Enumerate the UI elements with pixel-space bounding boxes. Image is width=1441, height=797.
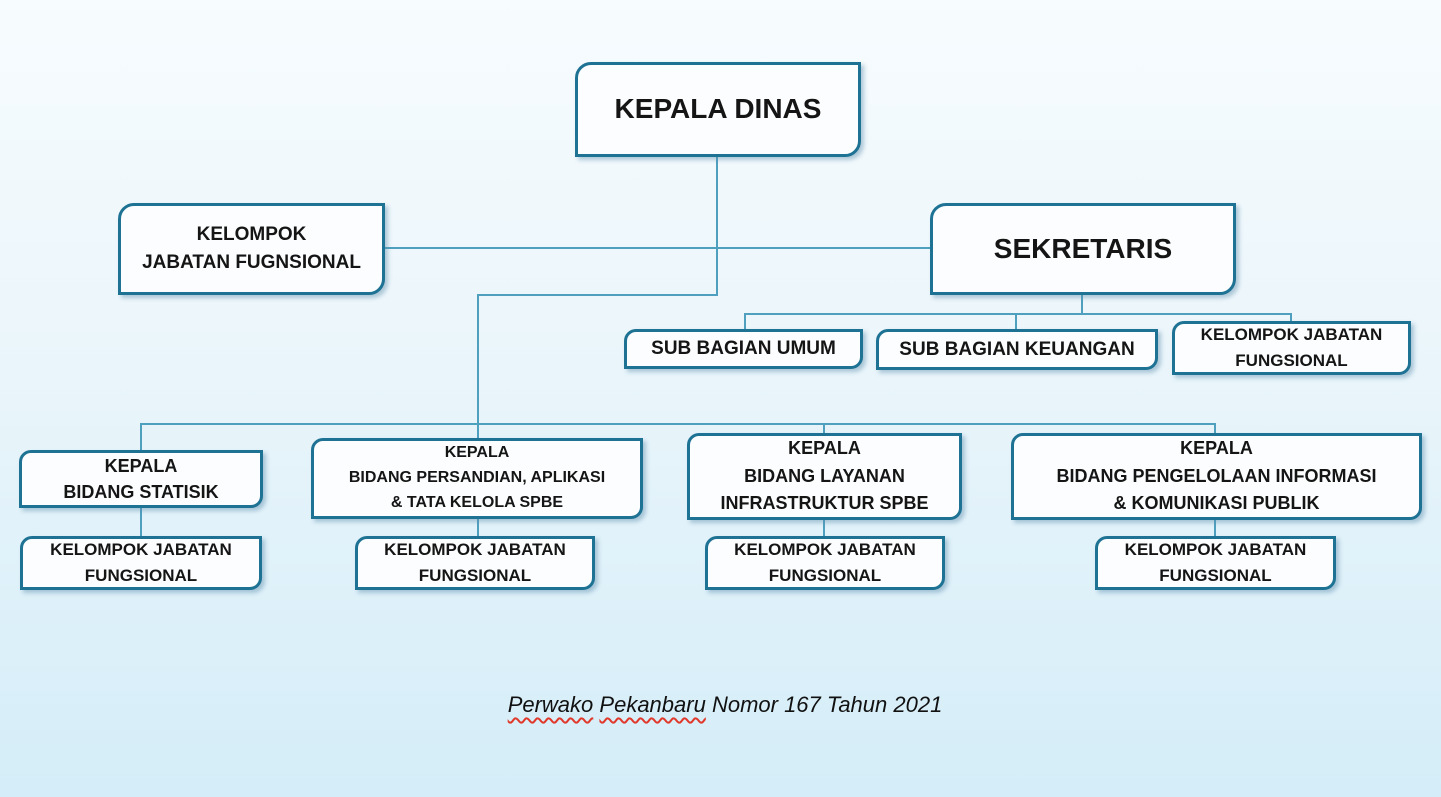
- caption-word-pekanbaru: Pekanbaru: [599, 692, 706, 717]
- slide-caption: Perwako Pekanbaru Nomor 167 Tahun 2021: [0, 692, 1441, 718]
- connector-persandian-kelompok: [477, 518, 479, 537]
- org-node-bidang-persandian: KEPALA BIDANG PERSANDIAN, APLIKASI & TAT…: [311, 438, 643, 519]
- connector-sub-distribution: [744, 313, 1292, 315]
- org-node-bidang-statisik: KEPALA BIDANG STATISIK: [19, 450, 263, 508]
- connector-drop-layanan: [823, 423, 825, 434]
- org-node-kelompok-persandian: KELOMPOK JABATAN FUNGSIONAL: [355, 536, 595, 590]
- org-node-bidang-pengelolaan: KEPALA BIDANG PENGELOLAAN INFORMASI & KO…: [1011, 433, 1422, 520]
- connector-sekretaris-down: [1081, 295, 1083, 315]
- caption-word-perwako: Perwako: [507, 692, 594, 717]
- connector-elbow-horizontal: [477, 294, 718, 296]
- org-node-kelompok-statisik: KELOMPOK JABATAN FUNGSIONAL: [20, 536, 262, 590]
- org-node-sub-bagian-keuangan: SUB BAGIAN KEUANGAN: [876, 329, 1158, 370]
- org-node-kelompok-jabatan-fungsional-kiri: KELOMPOK JABATAN FUGNSIONAL: [118, 203, 385, 295]
- org-node-kelompok-layanan: KELOMPOK JABATAN FUNGSIONAL: [705, 536, 945, 590]
- org-node-bidang-layanan: KEPALA BIDANG LAYANAN INFRASTRUKTUR SPBE: [687, 433, 962, 520]
- org-node-kelompok-jabatan-fungsional-sekretariat: KELOMPOK JABATAN FUNGSIONAL: [1172, 321, 1411, 375]
- caption-rest: Nomor 167 Tahun 2021: [711, 692, 943, 717]
- org-node-sekretaris: SEKRETARIS: [930, 203, 1236, 295]
- connector-layanan-kelompok: [823, 519, 825, 537]
- connector-statisik-kelompok: [140, 508, 142, 537]
- connector-drop-statisik: [140, 423, 142, 451]
- org-node-sub-bagian-umum: SUB BAGIAN UMUM: [624, 329, 863, 369]
- connector-kelompok-sekretaris: [385, 247, 930, 249]
- connector-drop-sub-keuangan: [1015, 313, 1017, 330]
- connector-bidang-distribution: [140, 423, 1216, 425]
- connector-elbow-down: [477, 294, 479, 438]
- connector-pengelolaan-kelompok: [1214, 519, 1216, 537]
- connector-drop-kelompok-sekretariat: [1290, 313, 1292, 322]
- connector-drop-sub-umum: [744, 313, 746, 330]
- connector-drop-pengelolaan: [1214, 423, 1216, 434]
- org-node-kelompok-pengelolaan: KELOMPOK JABATAN FUNGSIONAL: [1095, 536, 1336, 590]
- org-node-kepala-dinas: KEPALA DINAS: [575, 62, 861, 157]
- connector-kepala-dinas-down: [716, 157, 718, 296]
